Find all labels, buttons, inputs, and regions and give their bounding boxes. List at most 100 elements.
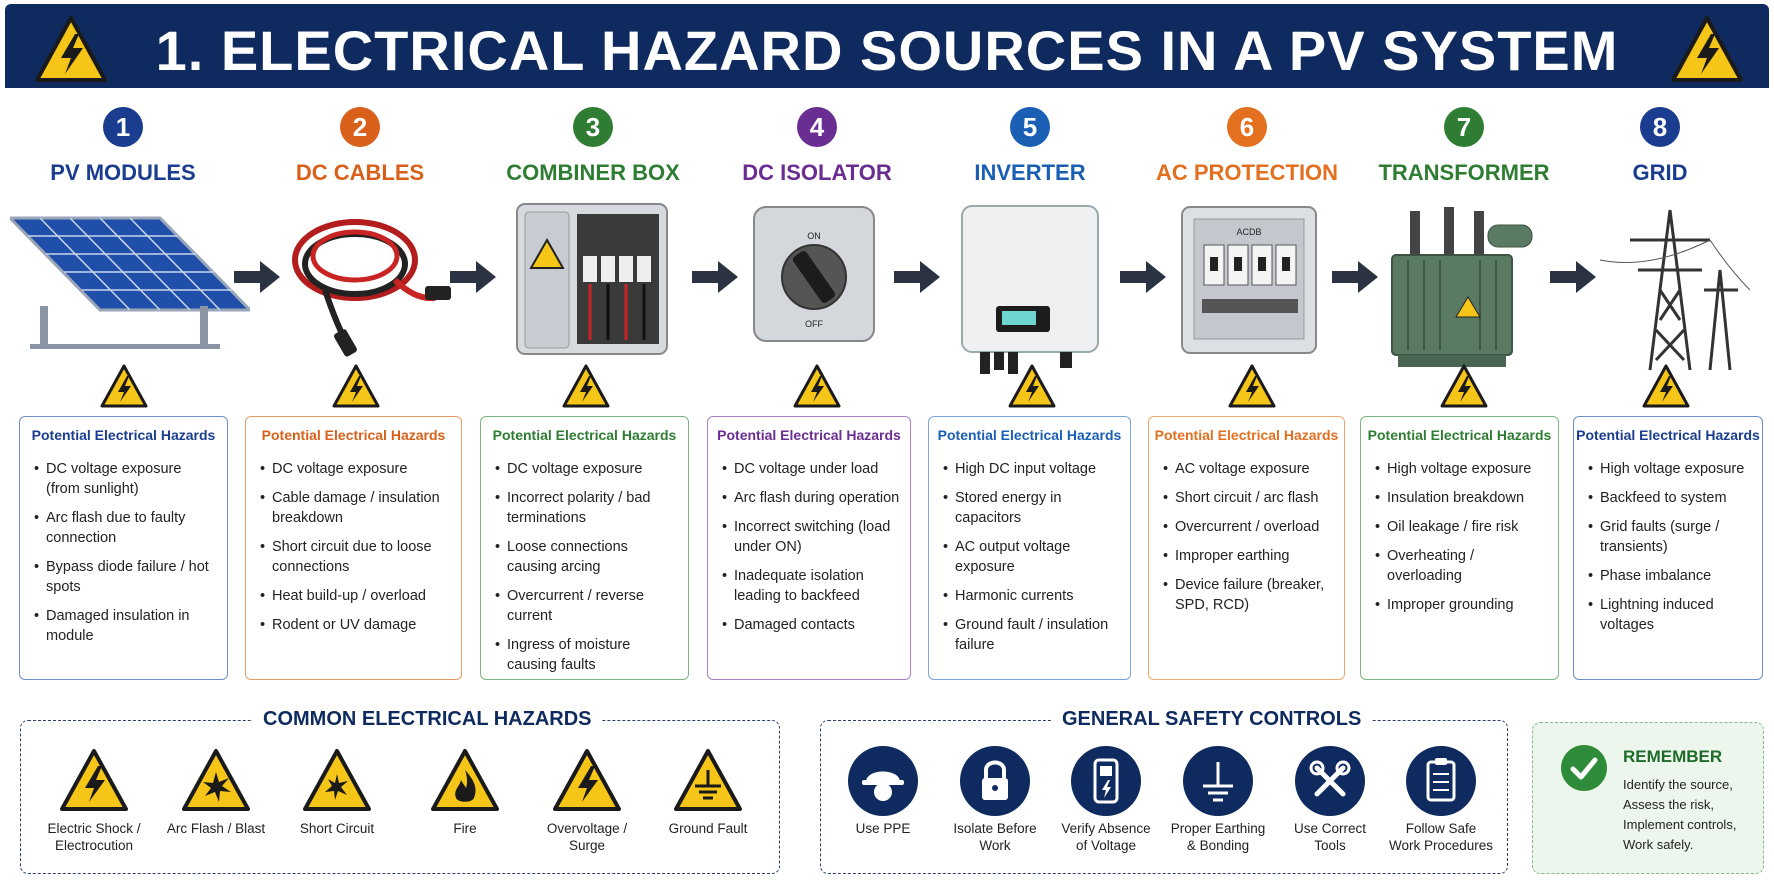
overvoltage-icon (553, 749, 621, 811)
warning-icon (1228, 364, 1276, 408)
dc-cable-icon (292, 219, 451, 357)
hazard-item: Damaged insulation in module (34, 606, 219, 646)
solar-panel-icon (10, 216, 250, 349)
short-circuit-icon (303, 749, 371, 811)
hazard-item: Rodent or UV damage (260, 615, 453, 635)
step-7-number: 7 (1444, 107, 1484, 147)
step-4-title: DC ISOLATOR (742, 160, 892, 185)
step-3-number: 3 (573, 107, 613, 147)
hazard-item: Ground fault / insulation failure (943, 615, 1122, 655)
remember-text: Identify the source, Assess the risk, Im… (1623, 777, 1737, 852)
ppe-icon (848, 746, 918, 816)
ac-protection-icon: ACDB (1181, 206, 1317, 354)
padlock-icon (960, 746, 1030, 816)
remember-panel: REMEMBER Identify the source, Assess the… (1532, 722, 1764, 874)
page-title: 1. ELECTRICAL HAZARD SOURCES IN A PV SYS… (155, 19, 1619, 82)
hazard-item: High voltage exposure (1588, 459, 1754, 479)
transformer-icon (1391, 207, 1533, 367)
hazard-item: Device failure (breaker, SPD, RCD) (1163, 575, 1336, 615)
hazard-label: Overvoltage /Surge (546, 821, 628, 853)
tools-icon (1295, 746, 1365, 816)
hazard-item: Loose connections causing arcing (495, 537, 680, 577)
transmission-tower-icon (1600, 209, 1750, 371)
hazard-item: High DC input voltage (943, 459, 1122, 479)
hazard-label: Arc Flash / Blast (166, 821, 266, 836)
check-icon (1561, 745, 1607, 791)
hazard-item: AC output voltage exposure (943, 537, 1122, 577)
common-hazards-title: COMMON ELECTRICAL HAZARDS (253, 708, 602, 731)
hazard-item: DC voltage under load (722, 459, 902, 479)
hazard-box-ac-protection: Potential Electrical Hazards AC voltage … (1148, 416, 1345, 680)
arc-flash-icon (182, 749, 250, 811)
arrow-right-icon (1550, 261, 1596, 293)
hazard-box-heading: Potential Electrical Hazards (937, 427, 1122, 443)
hazard-item: Cable damage / insulation breakdown (260, 488, 453, 528)
hazard-item: Stored energy in capacitors (943, 488, 1122, 528)
arrow-right-icon (692, 261, 738, 293)
step-8-number: 8 (1640, 107, 1680, 147)
hazard-item: Insulation breakdown (1375, 488, 1550, 508)
warning-icon (332, 364, 380, 408)
hazard-item: Overcurrent / overload (1163, 517, 1336, 537)
step-6-title: AC PROTECTION (1155, 160, 1339, 185)
warning-icon (1671, 16, 1743, 82)
step-8-title: GRID (1632, 160, 1688, 185)
hazard-item: DC voltage exposure (260, 459, 453, 479)
step-1-title: PV MODULES (50, 160, 196, 185)
hazard-box-grid: Potential Electrical Hazards High voltag… (1573, 416, 1763, 680)
warning-icon (1008, 364, 1056, 408)
hazard-box-dc-isolator: Potential Electrical Hazards DC voltage … (707, 416, 911, 680)
warning-icon (1440, 364, 1488, 408)
step-5-title: INVERTER (974, 160, 1086, 185)
ground-fault-icon (674, 749, 742, 811)
hazard-item: Incorrect switching (load under ON) (722, 517, 902, 557)
hazard-label: Fire (453, 821, 477, 836)
arrow-right-icon (450, 261, 496, 293)
hazard-box-dc-cables: Potential Electrical Hazards DC voltage … (245, 416, 462, 680)
fire-icon (431, 749, 499, 811)
hazard-item: DC voltage exposure (from sunlight) (34, 459, 219, 499)
hazard-item: Improper earthing (1163, 546, 1336, 566)
step-4-number: 4 (797, 107, 837, 147)
hazard-item: Harmonic currents (943, 586, 1122, 606)
step-2-number: 2 (340, 107, 380, 147)
arrow-right-icon (234, 261, 280, 293)
hazard-item: Backfeed to system (1588, 488, 1754, 508)
step-5-number: 5 (1010, 107, 1050, 147)
hazard-box-pv-modules: Potential Electrical Hazards DC voltage … (19, 416, 228, 680)
header-banner: 1. ELECTRICAL HAZARD SOURCES IN A PV SYS… (5, 4, 1769, 88)
warning-icon (793, 364, 841, 408)
hazard-item: Overcurrent / reverse current (495, 586, 680, 626)
hazard-item: Grid faults (surge / transients) (1588, 517, 1754, 557)
step-2-title: DC CABLES (295, 160, 425, 185)
step-7-title: TRANSFORMER (1378, 160, 1550, 185)
hazard-item: Arc flash during operation (722, 488, 902, 508)
hazard-item: Overheating / overloading (1375, 546, 1550, 586)
control-label: Use PPE (855, 821, 911, 836)
hazard-item: Inadequate isolation leading to backfeed (722, 566, 902, 606)
hazard-box-transformer: Potential Electrical Hazards High voltag… (1360, 416, 1559, 680)
dc-isolator-icon: ON OFF (753, 206, 875, 342)
warning-icon (100, 364, 148, 408)
step-1-number: 1 (103, 107, 143, 147)
clipboard-icon (1406, 746, 1476, 816)
remember-title: REMEMBER (1623, 747, 1723, 766)
electric-shock-icon (60, 749, 128, 811)
switch-off-label: OFF (805, 319, 823, 329)
step-6-number: 6 (1227, 107, 1267, 147)
hazard-item: Lightning induced voltages (1588, 595, 1754, 635)
hazard-item: Short circuit due to loose connections (260, 537, 453, 577)
hazard-item: Heat build-up / overload (260, 586, 453, 606)
hazard-item: Damaged contacts (722, 615, 902, 635)
hazard-box-heading: Potential Electrical Hazards (31, 427, 216, 443)
hazard-item: AC voltage exposure (1163, 459, 1336, 479)
warning-icon (35, 16, 107, 82)
arrow-right-icon (894, 261, 940, 293)
hazard-box-inverter: Potential Electrical Hazards High DC inp… (928, 416, 1131, 680)
hazard-item: DC voltage exposure (495, 459, 680, 479)
hazard-box-heading: Potential Electrical Hazards (492, 427, 677, 443)
hazard-box-heading: Potential Electrical Hazards (1367, 427, 1552, 443)
hazard-box-combiner-box: Potential Electrical Hazards DC voltage … (480, 416, 689, 680)
